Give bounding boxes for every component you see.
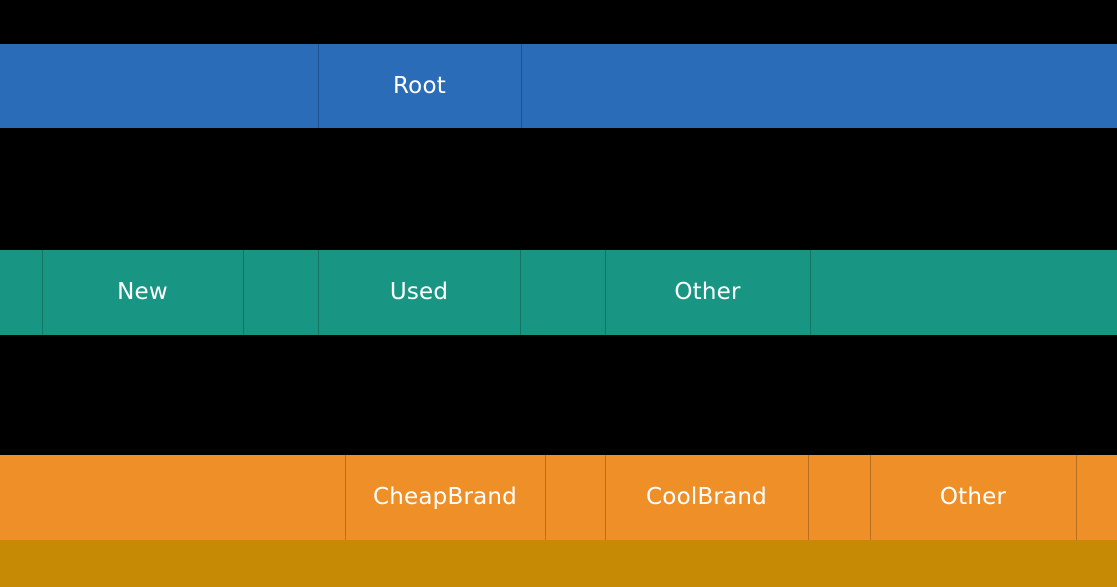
icicle-node-new[interactable]: New — [42, 250, 243, 335]
brand-level: CheapBrand CoolBrand Other — [0, 455, 1117, 540]
icicle-node-unlabeled[interactable] — [810, 250, 1117, 335]
leaf-level — [0, 540, 1117, 587]
node-label: Used — [389, 279, 449, 305]
icicle-node-root[interactable]: Root — [318, 44, 521, 128]
icicle-node-unlabeled[interactable] — [0, 250, 42, 335]
node-label: CoolBrand — [646, 484, 767, 510]
icicle-node-other[interactable]: Other — [605, 250, 810, 335]
icicle-node-other[interactable]: Other — [870, 455, 1076, 540]
icicle-node-unlabeled[interactable] — [0, 540, 1117, 587]
icicle-node-unlabeled[interactable] — [243, 250, 318, 335]
node-label: Other — [939, 484, 1007, 510]
icicle-node-unlabeled[interactable] — [0, 455, 345, 540]
root-level: Root — [0, 44, 1117, 128]
node-label: New — [117, 279, 168, 305]
icicle-node-cheapbrand[interactable]: CheapBrand — [345, 455, 545, 540]
icicle-node-unlabeled[interactable] — [0, 44, 318, 128]
icicle-node-used[interactable]: Used — [318, 250, 520, 335]
node-label: CheapBrand — [373, 484, 517, 510]
icicle-node-coolbrand[interactable]: CoolBrand — [605, 455, 808, 540]
node-label: Other — [674, 279, 741, 305]
node-label: Root — [393, 72, 446, 99]
icicle-node-unlabeled[interactable] — [1076, 455, 1117, 540]
condition-level: New Used Other — [0, 250, 1117, 335]
icicle-node-unlabeled[interactable] — [545, 455, 605, 540]
icicle-node-unlabeled[interactable] — [808, 455, 870, 540]
icicle-node-unlabeled[interactable] — [521, 44, 1117, 128]
icicle-node-unlabeled[interactable] — [520, 250, 605, 335]
